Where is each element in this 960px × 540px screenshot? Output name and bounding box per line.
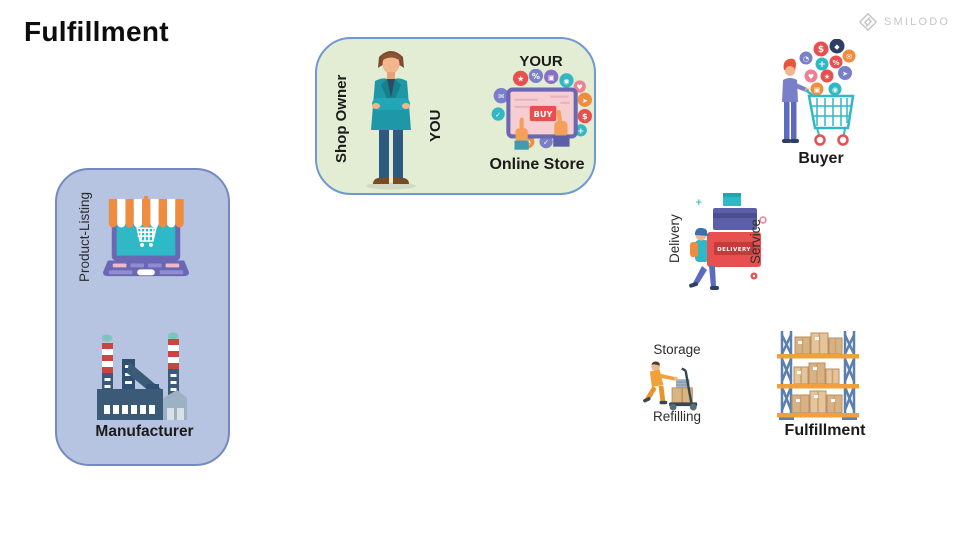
- svg-text:▣: ▣: [548, 73, 555, 82]
- buyer-illustration: $ ◆ ◔ + % ✉ ♥ ★ ➤ ▣ ◉: [779, 39, 863, 151]
- product-listing-vlabel: Product-Listing: [77, 191, 92, 283]
- svg-text:✓: ✓: [495, 110, 501, 119]
- page-title: Fulfillment: [24, 16, 169, 47]
- manufacturer-box: Product-Listing: [55, 168, 230, 466]
- svg-text:◉: ◉: [832, 86, 838, 94]
- gem-logo-icon: [858, 12, 878, 32]
- online-store-label: Online Store: [489, 156, 585, 173]
- buy-button: BUY: [534, 109, 553, 119]
- svg-text:+: +: [695, 198, 703, 208]
- svg-text:★: ★: [824, 73, 830, 81]
- svg-text:▣: ▣: [814, 86, 821, 94]
- manufacturer-label: Manufacturer: [95, 423, 194, 440]
- refilling-label: Refilling: [652, 409, 702, 424]
- svg-text:$: $: [818, 45, 824, 55]
- manufacturer-illustration: [89, 332, 195, 424]
- delivery-vlabel: Delivery: [667, 214, 682, 264]
- fulfillment-label: Fulfillment: [784, 422, 866, 439]
- shop-owner-box: Shop Owner YOU Y: [315, 37, 596, 195]
- buyer-label: Buyer: [798, 150, 844, 167]
- svg-text:$: $: [582, 111, 588, 121]
- svg-text:♥: ♥: [577, 83, 583, 92]
- svg-text:➤: ➤: [582, 96, 588, 105]
- svg-text:◉: ◉: [563, 76, 569, 85]
- svg-text:+: +: [818, 60, 826, 70]
- svg-text:+: +: [577, 125, 584, 135]
- you-vlabel: YOU: [427, 109, 444, 143]
- storage-illustration: [643, 357, 705, 411]
- svg-text:✉: ✉: [846, 53, 852, 61]
- svg-text:%: %: [832, 59, 839, 67]
- shop-owner-vlabel: Shop Owner: [333, 74, 350, 164]
- delivery-illustration: + DELIVERY: [683, 190, 773, 292]
- smilodo-logo: SMILODO: [858, 12, 950, 32]
- svg-text:◆: ◆: [834, 43, 840, 51]
- svg-text:✉: ✉: [498, 92, 504, 101]
- fulfillment-illustration: [775, 325, 861, 421]
- your-label: YOUR: [519, 53, 563, 70]
- svg-text:%: %: [532, 71, 540, 81]
- online-store-illustration: ★ % ▣ ◉ ♥ ✉ ➤ ✓ $ + ◔ ✓ BUY: [489, 69, 593, 155]
- svg-text:★: ★: [517, 73, 524, 83]
- logo-text: SMILODO: [884, 16, 951, 28]
- delivery-package-label: DELIVERY: [717, 247, 751, 253]
- svg-text:♥: ♥: [808, 73, 814, 81]
- product-listing-illustration: [101, 196, 191, 284]
- storage-label: Storage: [653, 342, 701, 357]
- service-vlabel: Service: [748, 218, 763, 264]
- svg-text:➤: ➤: [842, 70, 848, 78]
- svg-text:✓: ✓: [543, 138, 549, 147]
- shop-owner-man-illustration: [355, 47, 427, 191]
- svg-text:◔: ◔: [803, 55, 809, 63]
